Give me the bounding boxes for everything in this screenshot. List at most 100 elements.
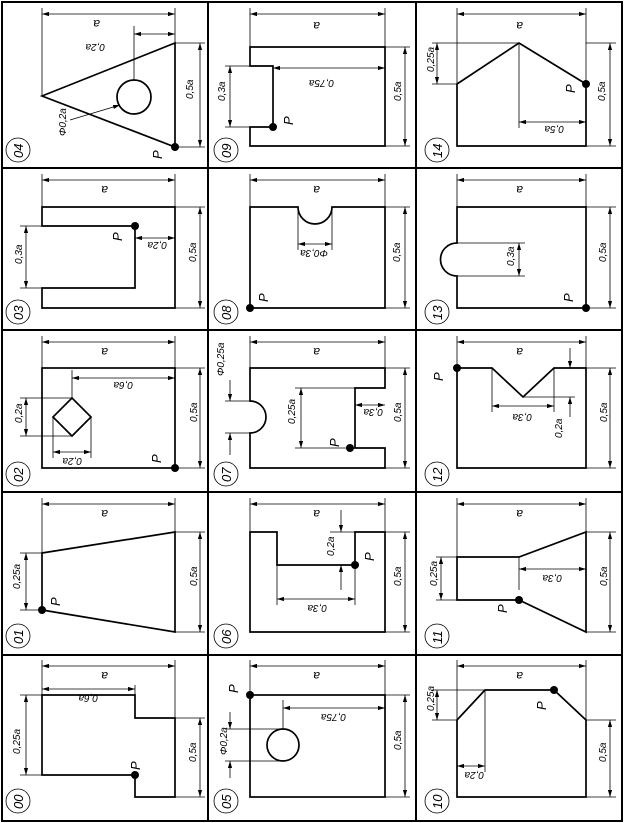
dim-label: 0,2a [14,403,25,423]
dim-label: a [313,345,320,359]
dim-label: 0,5a [188,742,199,762]
dim-label: 0,5a [185,79,196,99]
shape-outline [39,41,176,149]
cell-number: 09 [219,144,234,158]
cell-number: 06 [219,629,234,644]
task-cell-11: a 0,25a 0,3a 0,5a P 11 [424,498,616,649]
point-p-label: P [561,293,576,302]
cell-number-circle [424,623,450,649]
task-cell-02: a 0,2a 0,6a 0,2a 0,5a P 02 [5,336,205,487]
dim-label: a [516,19,523,33]
shape-outline [249,531,386,633]
cell-number-circle [213,137,239,163]
point-p-marker [351,561,359,569]
dim-label: a [101,183,108,197]
point-p-marker [453,364,461,372]
point-p-label: P [563,84,578,93]
shape-outline [456,530,587,634]
point-p-label: P [281,116,296,125]
cell-number-circle [5,137,31,163]
point-p-marker [269,123,277,131]
shape-outline [41,367,176,469]
shape-outline [41,531,176,634]
shape-outline [249,694,386,798]
cell-number: 00 [11,794,26,809]
task-cell-10: a 0,25a 0,2a 0,5a P 10 [424,660,616,814]
task-cell-03: a 0,3a 0,2a 0,5a P 03 [5,174,205,325]
point-p-marker [582,304,590,312]
point-p-marker [515,596,523,604]
cell-number: 14 [430,144,445,158]
dim-label: 0,5a [189,402,200,422]
cell-number-circle [424,788,450,814]
dim-label: 0,5a [188,242,199,262]
point-p-marker [38,606,46,614]
cell-number-circle [5,299,31,325]
cell-number: 02 [11,467,26,482]
dim-label: 0,3a [506,246,517,266]
cell-number: 07 [219,467,234,482]
dim-label: 0,6a [113,379,133,390]
dim-label: a [516,507,523,521]
shape-outline [439,206,587,309]
task-cell-09: a 0,3a 0,75a 0,5a P 09 [213,8,410,163]
dim-label: 0,3a [512,411,532,422]
point-p-label: P [327,438,342,447]
cell-number: 01 [11,630,26,644]
point-p-label: P [431,372,446,381]
cell-number-circle [5,788,31,814]
dim-label: a [516,183,523,197]
cell-number: 05 [219,794,234,809]
cell-number: 12 [430,467,445,482]
point-p-marker [131,771,139,779]
task-cell-00: a 0,6a 0,25a 0,5a P 00 [5,660,205,814]
dim-label: a [516,345,523,359]
dim-label: 0,25a [426,686,437,711]
dim-label: 0,5a [393,402,404,422]
dim-label: 0,2a [85,41,105,52]
dim-label: a [101,669,108,683]
task-cell-12: a 0,3a 0,2a 0,5a P 12 [424,336,616,487]
point-p-marker [246,304,254,312]
point-p-marker [550,686,558,694]
point-p-label: P [48,597,63,606]
dim-label: Φ0,25a [216,342,227,376]
dim-label: a [313,183,320,197]
point-p-label: P [128,761,143,770]
dim-label: 0,25a [287,399,298,424]
dim-label: 0,3a [363,406,383,417]
cell-number: 11 [430,631,445,645]
point-p-marker [171,464,179,472]
shape-outline [41,694,176,798]
cell-number: 04 [11,144,26,158]
task-cell-05: a 0,75a Φ0,2a 0,5a P 05 [213,660,410,814]
point-p-marker [171,143,179,151]
hole-circle [266,728,300,762]
cell-number-circle [424,137,450,163]
task-cell-04: a 0,2a 0,5a Φ0,2a P 04 [5,8,205,163]
dim-label: 0,25a [12,564,23,589]
point-p-label: P [110,232,125,241]
dim-label: a [313,669,320,683]
dim-label: a [101,345,108,359]
dim-label: 0,2a [554,418,565,438]
point-p-marker [346,444,354,452]
task-cell-06: a 0,2a 0,3a 0,5a P 06 [213,498,410,649]
point-p-label: P [534,701,549,710]
point-p-label: P [362,552,377,561]
shape-outline [249,46,386,147]
dim-label: Φ0,2a [58,108,69,136]
task-cell-01: a 0,25a 0,5a P 01 [5,498,205,649]
dim-label: 0,5a [189,566,200,586]
dim-label: 0,5a [393,730,404,750]
dim-label: 0,25a [429,561,440,586]
point-p-label: P [495,604,510,613]
dim-label: 0,75a [321,711,346,722]
shape-outline [41,206,176,309]
dim-label: 0,3a [217,81,228,101]
task-cell-08: a Φ0,3a 0,5a P 08 [213,174,410,325]
dim-label: 0,25a [426,47,437,72]
cell-number: 08 [219,305,234,320]
shape-outline [249,206,386,309]
